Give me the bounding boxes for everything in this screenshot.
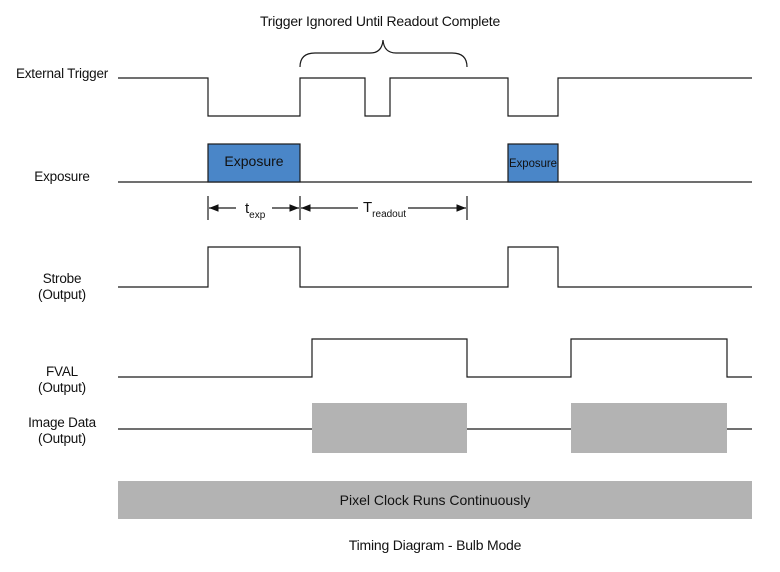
label-image-data-line2: (Output) — [38, 431, 86, 446]
t-readout-label: Treadout — [363, 199, 406, 220]
t-exp-label: texp — [245, 200, 266, 221]
label-fval-line2: (Output) — [38, 380, 86, 395]
label-strobe-line1: Strobe — [42, 271, 82, 286]
t-readout-main: T — [363, 199, 372, 216]
label-image-data: Image Data (Output) — [2, 415, 122, 447]
image-data-block-1 — [312, 403, 467, 453]
label-fval-line1: FVAL — [46, 364, 78, 379]
t-exp-main: t — [245, 200, 250, 217]
exposure-box-1 — [207, 143, 301, 183]
label-exposure: Exposure — [2, 169, 122, 185]
t-readout-sub: readout — [372, 209, 406, 220]
trigger-ignored-annotation: Trigger Ignored Until Readout Complete — [259, 13, 501, 29]
diagram-caption: Timing Diagram - Bulb Mode — [348, 537, 522, 553]
label-exposure-text: Exposure — [34, 169, 90, 184]
label-external-trigger: External Trigger — [2, 66, 122, 82]
exposure-box-2 — [507, 143, 559, 183]
exposure-box-1-label: Exposure — [224, 153, 283, 169]
label-external-trigger-text: External Trigger — [15, 66, 109, 81]
pixel-clock-band — [118, 481, 752, 519]
ignored-region-brace — [299, 39, 468, 68]
exposure-box-2-label: Exposure — [509, 156, 557, 170]
label-strobe: Strobe (Output) — [2, 271, 122, 303]
image-data-block-2 — [571, 403, 727, 453]
fval-waveform — [118, 338, 752, 378]
external-trigger-waveform — [118, 77, 752, 117]
strobe-waveform — [118, 246, 752, 288]
t-exp-sub: exp — [249, 210, 266, 221]
label-image-data-line1: Image Data — [28, 415, 96, 430]
label-fval: FVAL (Output) — [2, 364, 122, 396]
label-strobe-line2: (Output) — [38, 287, 86, 302]
pixel-clock-label: Pixel Clock Runs Continuously — [340, 492, 531, 508]
